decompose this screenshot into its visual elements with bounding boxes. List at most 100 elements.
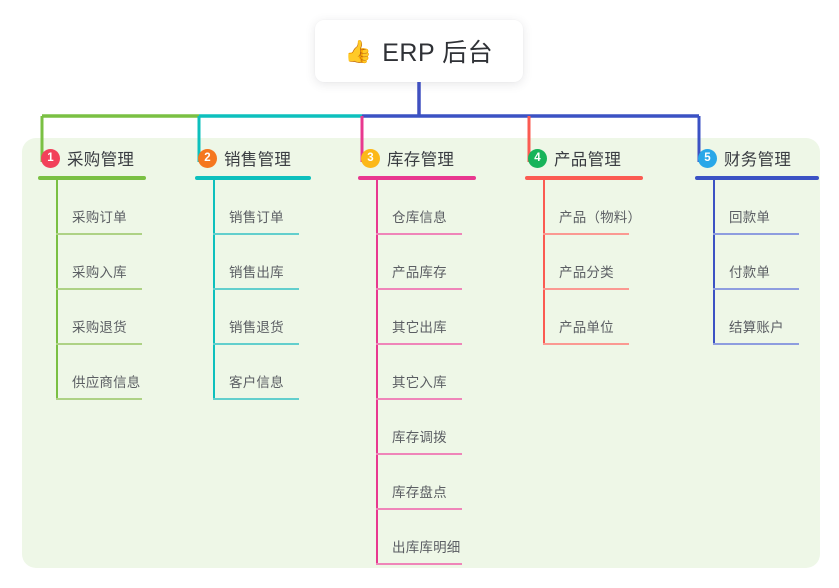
item-spine xyxy=(543,180,545,235)
item-label: 客户信息 xyxy=(229,375,284,390)
page-title: ERP 后台 xyxy=(382,39,494,67)
number-badge-icon: 2 xyxy=(198,148,217,168)
item-underline xyxy=(213,233,299,235)
item-spine xyxy=(213,235,215,290)
column-items-2: 销售订单销售出库销售退货客户信息 xyxy=(213,180,311,400)
list-item[interactable]: 仓库信息 xyxy=(376,180,476,235)
item-spine xyxy=(713,290,715,345)
column-underline-3 xyxy=(358,176,476,180)
item-underline xyxy=(56,288,142,290)
item-label: 采购订单 xyxy=(72,210,127,225)
item-label: 销售订单 xyxy=(229,210,284,225)
column-2: 2 销售管理销售订单销售出库销售退货客户信息 xyxy=(195,145,311,400)
column-title-2: 销售管理 xyxy=(224,151,292,169)
item-spine xyxy=(56,290,58,345)
root-node-card[interactable]: 👍 ERP 后台 xyxy=(315,20,523,82)
item-label: 采购入库 xyxy=(72,265,127,280)
thumbs-up-icon: 👍 xyxy=(344,39,373,64)
column-title-3: 库存管理 xyxy=(387,151,455,169)
item-label: 出库库明细 xyxy=(392,540,461,555)
item-spine xyxy=(376,400,378,455)
list-item[interactable]: 采购入库 xyxy=(56,235,146,290)
item-spine xyxy=(543,290,545,345)
item-label: 仓库信息 xyxy=(392,210,447,225)
list-item[interactable]: 供应商信息 xyxy=(56,345,146,400)
item-underline xyxy=(713,233,799,235)
column-5: 5 财务管理回款单付款单结算账户 xyxy=(695,145,819,345)
item-underline xyxy=(543,233,629,235)
root-node-content: 👍 ERP 后台 xyxy=(345,33,493,69)
column-underline-1 xyxy=(38,176,146,180)
item-label: 结算账户 xyxy=(729,320,784,335)
number-badge-icon: 3 xyxy=(361,148,380,168)
list-item[interactable]: 回款单 xyxy=(713,180,819,235)
item-underline xyxy=(543,343,629,345)
list-item[interactable]: 产品单位 xyxy=(543,290,643,345)
column-4: 4 产品管理产品（物料） 产品分类产品单位 xyxy=(525,145,643,345)
item-label: 其它入库 xyxy=(392,375,447,390)
list-item[interactable]: 付款单 xyxy=(713,235,819,290)
column-title-1: 采购管理 xyxy=(67,151,135,169)
list-item[interactable]: 其它出库 xyxy=(376,290,476,345)
item-underline xyxy=(376,343,462,345)
list-item[interactable]: 客户信息 xyxy=(213,345,311,400)
list-item[interactable]: 销售出库 xyxy=(213,235,311,290)
item-underline xyxy=(376,288,462,290)
column-title-4: 产品管理 xyxy=(554,151,622,169)
column-title-5: 财务管理 xyxy=(724,151,792,169)
item-underline xyxy=(376,508,462,510)
list-item[interactable]: 采购退货 xyxy=(56,290,146,345)
item-label: 库存调拨 xyxy=(392,430,447,445)
item-spine xyxy=(376,235,378,290)
number-badge-icon: 4 xyxy=(528,148,547,168)
item-spine xyxy=(213,180,215,235)
column-underline-4 xyxy=(525,176,643,180)
item-underline xyxy=(213,398,299,400)
list-item[interactable]: 产品（物料） xyxy=(543,180,643,235)
item-underline xyxy=(713,288,799,290)
item-underline xyxy=(713,343,799,345)
list-item[interactable]: 销售订单 xyxy=(213,180,311,235)
item-label: 供应商信息 xyxy=(72,375,141,390)
item-spine xyxy=(543,235,545,290)
item-underline xyxy=(56,398,142,400)
item-underline xyxy=(376,453,462,455)
column-items-5: 回款单付款单结算账户 xyxy=(713,180,819,345)
item-spine xyxy=(213,290,215,345)
item-spine xyxy=(713,180,715,235)
list-item[interactable]: 其它入库 xyxy=(376,345,476,400)
item-spine xyxy=(213,345,215,400)
item-label: 付款单 xyxy=(729,265,771,280)
item-underline xyxy=(213,288,299,290)
list-item[interactable]: 采购订单 xyxy=(56,180,146,235)
list-item[interactable]: 库存调拨 xyxy=(376,400,476,455)
list-item[interactable]: 产品库存 xyxy=(376,235,476,290)
item-label: 销售出库 xyxy=(229,265,284,280)
list-item[interactable]: 出库库明细 xyxy=(376,510,476,565)
item-spine xyxy=(376,510,378,565)
item-label: 产品库存 xyxy=(392,265,447,280)
number-badge-icon: 5 xyxy=(698,148,717,168)
item-spine xyxy=(376,455,378,510)
column-header-3[interactable]: 3 库存管理 xyxy=(358,145,476,171)
item-underline xyxy=(376,233,462,235)
item-label: 产品分类 xyxy=(559,265,614,280)
item-spine xyxy=(56,235,58,290)
list-item[interactable]: 产品分类 xyxy=(543,235,643,290)
item-spine xyxy=(713,235,715,290)
item-label: 其它出库 xyxy=(392,320,447,335)
item-spine xyxy=(376,345,378,400)
item-label: 销售退货 xyxy=(229,320,284,335)
item-underline xyxy=(376,563,462,565)
list-item[interactable]: 销售退货 xyxy=(213,290,311,345)
diagram-panel xyxy=(22,138,820,568)
column-header-4[interactable]: 4 产品管理 xyxy=(525,145,643,171)
list-item[interactable]: 结算账户 xyxy=(713,290,819,345)
column-header-5[interactable]: 5 财务管理 xyxy=(695,145,819,171)
column-header-2[interactable]: 2 销售管理 xyxy=(195,145,311,171)
column-underline-5 xyxy=(695,176,819,180)
item-underline xyxy=(56,343,142,345)
list-item[interactable]: 库存盘点 xyxy=(376,455,476,510)
